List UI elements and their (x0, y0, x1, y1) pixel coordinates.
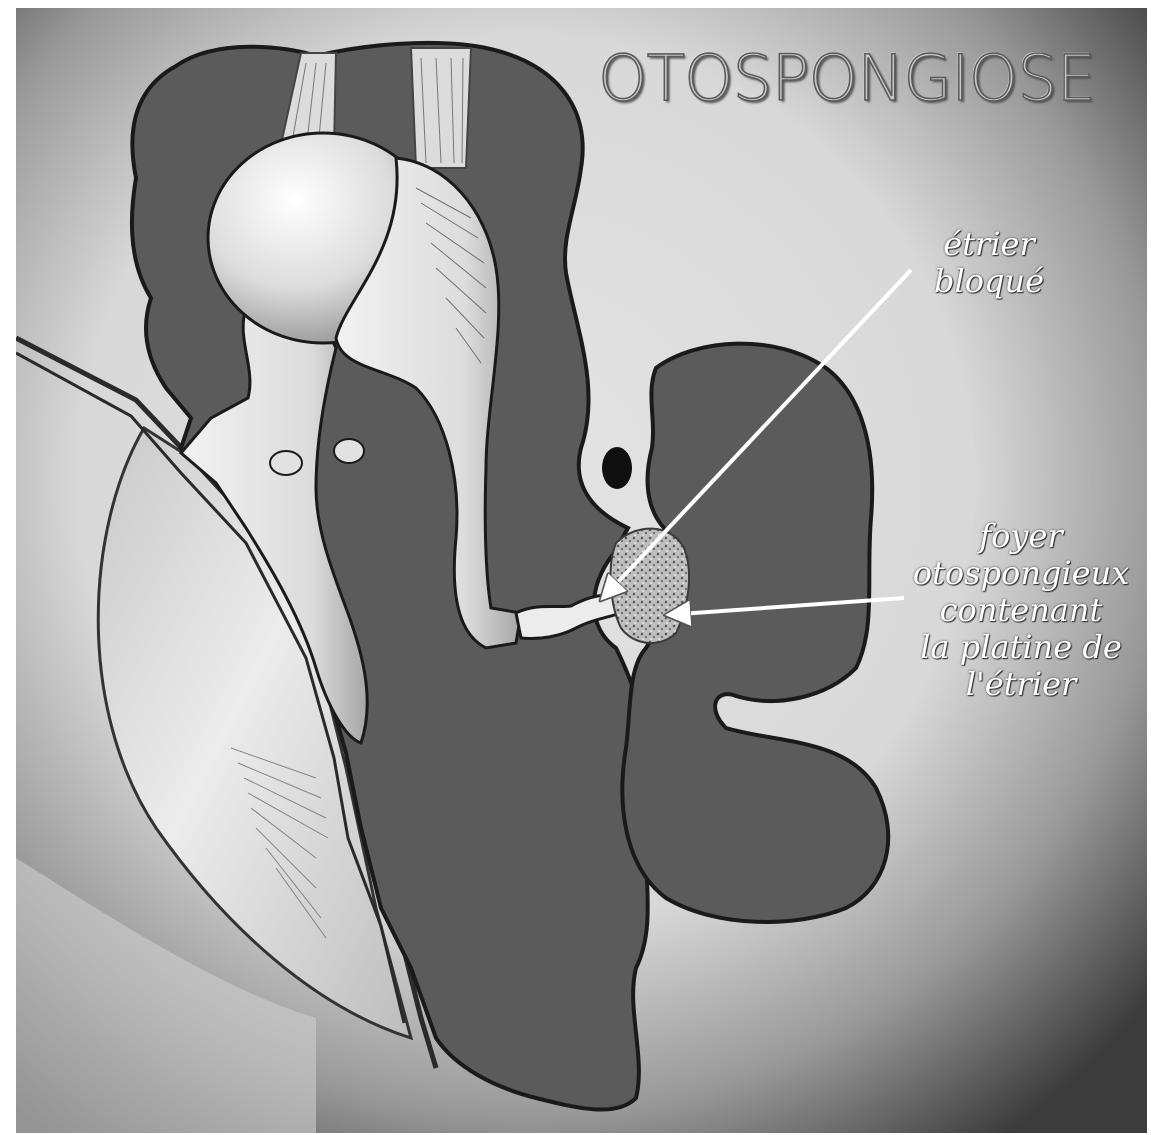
label-etrier-line1: étrier (904, 226, 1074, 263)
label-foyer-line1: foyer (886, 518, 1147, 555)
malleus-process-right (334, 439, 364, 463)
round-window (602, 447, 632, 489)
illustration-frame: OTOSPONGIOSE étrier bloqué foyer otospon… (16, 8, 1147, 1133)
label-foyer-line5: l'étrier (886, 666, 1147, 703)
label-foyer-otospongieux: foyer otospongieux contenant la platine … (886, 518, 1147, 703)
label-foyer-line2: otospongieux (886, 555, 1147, 592)
label-foyer-line3: contenant (886, 592, 1147, 629)
malleus-process-left (270, 451, 302, 475)
label-foyer-line4: la platine de (886, 629, 1147, 666)
label-etrier-line2: bloqué (904, 263, 1074, 300)
diagram-title: OTOSPONGIOSE (598, 42, 1095, 115)
label-etrier-bloque: étrier bloqué (904, 226, 1074, 300)
